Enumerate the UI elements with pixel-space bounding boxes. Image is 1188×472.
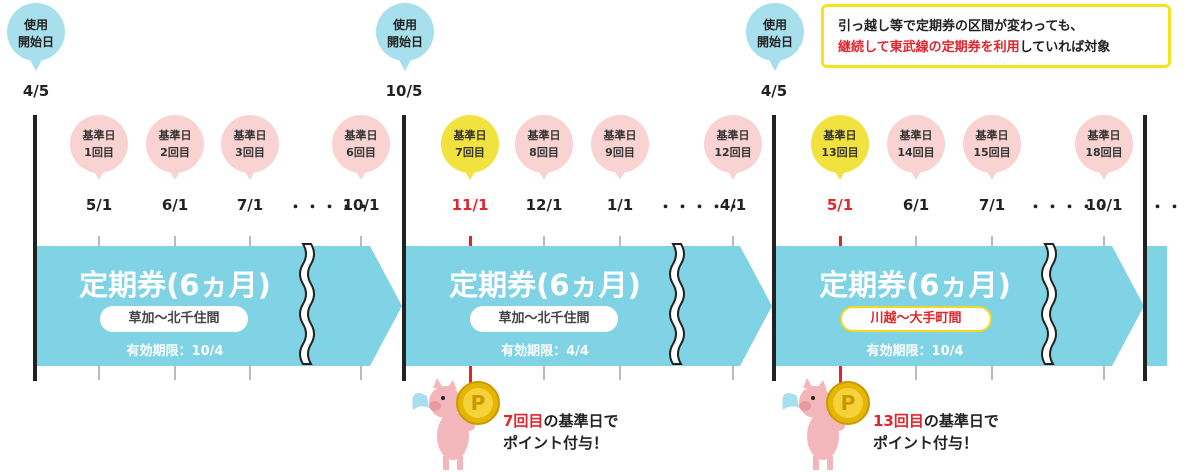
base-count: 1回目 <box>68 144 130 161</box>
base-date-3: 7/1 <box>220 196 280 214</box>
base-label: 基準日 <box>144 127 206 144</box>
base-count: 3回目 <box>219 144 281 161</box>
base-label: 基準日 <box>68 127 130 144</box>
award-count-1: 7回目 <box>503 412 543 430</box>
award-count-2: 13回目 <box>873 412 924 430</box>
award-text2-1: ポイント付与！ <box>503 432 618 454</box>
coin-letter: P <box>471 391 486 415</box>
pass-route-3: 川越〜大手町間 <box>840 306 992 332</box>
base-label: 基準日 <box>1073 127 1135 144</box>
base-date-5: 11/1 <box>440 196 500 214</box>
point-coin-icon: P <box>455 380 501 426</box>
base-date-9: 5/1 <box>810 196 870 214</box>
base-label: 基準日 <box>961 127 1023 144</box>
base-count: 14回目 <box>885 144 947 161</box>
base-label: 基準日 <box>513 127 575 144</box>
pass-band-segment-4 <box>1147 246 1167 366</box>
base-date-1: 5/1 <box>69 196 129 214</box>
base-count: 12回目 <box>702 144 764 161</box>
base-date-6: 12/1 <box>514 196 574 214</box>
base-count: 2回目 <box>144 144 206 161</box>
base-count: 9回目 <box>589 144 651 161</box>
base-label: 基準日 <box>330 127 392 144</box>
base-date-2: 6/1 <box>145 196 205 214</box>
base-day-pin-2: 基準日2回目 <box>144 114 206 180</box>
base-date-11: 7/1 <box>962 196 1022 214</box>
pass-expiry-1: 有効期限：10/4 <box>25 340 325 359</box>
pass-title-3: 定期券(6ヵ月) <box>765 262 1065 304</box>
base-day-pin-6: 基準日8回目 <box>513 114 575 180</box>
base-label: 基準日 <box>702 127 764 144</box>
award-text1-2: の基準日で <box>924 412 999 430</box>
point-coin-icon: P <box>825 380 871 426</box>
ellipsis-1: ・・・・・ <box>288 196 373 217</box>
award-text-2: 13回目の基準日で ポイント付与！ <box>873 410 999 454</box>
award-text1-1: の基準日で <box>543 412 618 430</box>
award-text2-2: ポイント付与！ <box>873 432 999 454</box>
base-count: 8回目 <box>513 144 575 161</box>
base-label: 基準日 <box>885 127 947 144</box>
base-label: 基準日 <box>439 127 501 144</box>
ellipsis-end: ・・・ <box>1150 196 1188 217</box>
ellipsis-3: ・・・・・ <box>1028 196 1113 217</box>
base-day-pin-3: 基準日3回目 <box>219 114 281 180</box>
pass-expiry-2: 有効期限：4/4 <box>395 340 695 359</box>
base-label: 基準日 <box>219 127 281 144</box>
ellipsis-2: ・・・・・ <box>658 196 743 217</box>
pass-title-1: 定期券(6ヵ月) <box>25 262 325 304</box>
base-label: 基準日 <box>809 127 871 144</box>
pass-route-1: 草加〜北千住間 <box>100 306 248 332</box>
base-date-10: 6/1 <box>886 196 946 214</box>
base-count: 15回目 <box>961 144 1023 161</box>
base-day-pin-4: 基準日6回目 <box>330 114 392 180</box>
pass-title-2: 定期券(6ヵ月) <box>395 262 695 304</box>
base-count: 6回目 <box>330 144 392 161</box>
base-date-7: 1/1 <box>590 196 650 214</box>
base-count: 13回目 <box>809 144 871 161</box>
base-label: 基準日 <box>589 127 651 144</box>
base-count: 7回目 <box>439 144 501 161</box>
award-text-1: 7回目の基準日で ポイント付与！ <box>503 410 618 454</box>
period-line-4 <box>1143 115 1147 381</box>
pass-expiry-3: 有効期限：10/4 <box>765 340 1065 359</box>
pass-route-2: 草加〜北千住間 <box>470 306 618 332</box>
base-count: 18回目 <box>1073 144 1135 161</box>
coin-letter: P <box>841 391 856 415</box>
